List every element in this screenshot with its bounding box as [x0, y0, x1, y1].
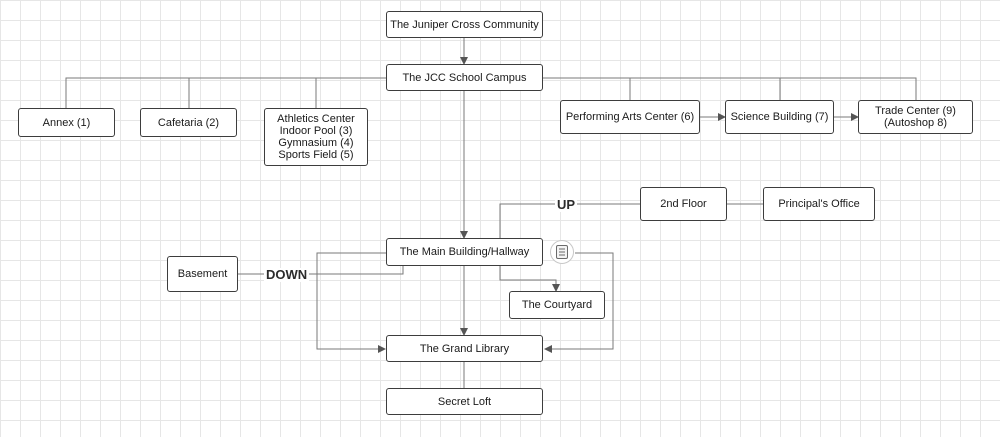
node-secret-loft[interactable]: Secret Loft [386, 388, 543, 415]
node-jcc-school-campus[interactable]: The JCC School Campus [386, 64, 543, 91]
connector-main-courtyard[interactable] [499, 266, 560, 292]
note-icon[interactable] [550, 240, 574, 264]
note-icon-glyph [556, 245, 568, 259]
connector-main-library-right[interactable] [544, 252, 614, 353]
node-grand-library[interactable]: The Grand Library [386, 335, 543, 362]
node-basement[interactable]: Basement [167, 256, 238, 292]
connector-campus-right-bus[interactable] [543, 77, 917, 100]
connector-main-library-left[interactable] [316, 252, 386, 353]
connector-main-basement[interactable] [238, 266, 404, 275]
up-label: UP [555, 197, 578, 212]
node-science-building[interactable]: Science Building (7) [725, 100, 834, 134]
node-performing-arts-center[interactable]: Performing Arts Center (6) [560, 100, 700, 134]
node-cafetaria[interactable]: Cafetaria (2) [140, 108, 237, 137]
node-main-building-hallway[interactable]: The Main Building/Hallway [386, 238, 543, 266]
node-annex[interactable]: Annex (1) [18, 108, 115, 137]
connector-main-second-floor[interactable] [499, 203, 640, 238]
connector-campus-bus[interactable] [65, 77, 386, 108]
down-label: DOWN [264, 267, 310, 282]
node-courtyard[interactable]: The Courtyard [509, 291, 605, 319]
node-trade-center[interactable]: Trade Center (9) (Autoshop 8) [858, 100, 973, 134]
node-second-floor[interactable]: 2nd Floor [640, 187, 727, 221]
node-athletics-center[interactable]: Athletics Center Indoor Pool (3) Gymnasi… [264, 108, 368, 166]
node-principals-office[interactable]: Principal's Office [763, 187, 875, 221]
node-juniper-cross-community[interactable]: The Juniper Cross Community [386, 11, 543, 38]
